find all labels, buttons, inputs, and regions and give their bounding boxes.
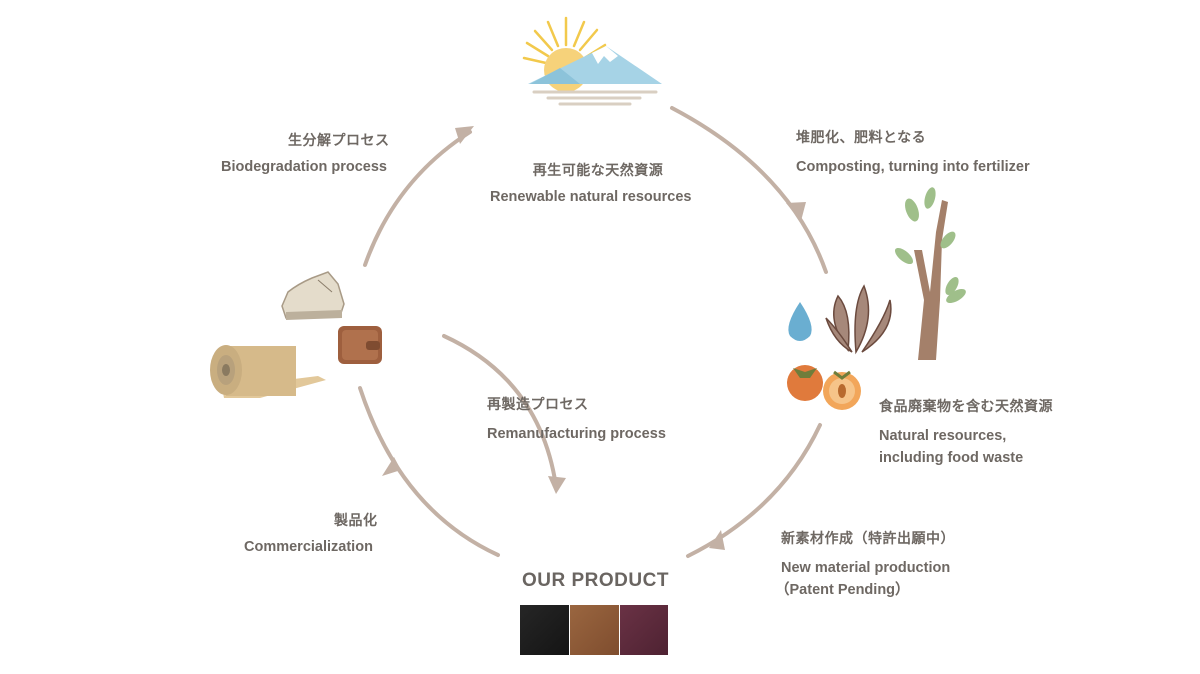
- arrow-left-top: [363, 130, 472, 267]
- label-new-material-en2: （Patent Pending）: [775, 582, 910, 599]
- label-remanufacturing-ja: 再製造プロセス: [487, 396, 589, 412]
- product-title: OUR PRODUCT: [522, 570, 669, 591]
- arrow-remanufacturing: [442, 334, 558, 488]
- arrowhead-left-top: [455, 126, 474, 144]
- label-commercialization-en: Commercialization: [244, 539, 373, 555]
- arrowhead-right-bottom: [709, 530, 725, 550]
- label-composting-ja: 堆肥化、肥料となる: [796, 129, 927, 145]
- label-renewable-resources: 再生可能な天然資源: [528, 160, 668, 182]
- label-renewable-en: Renewable natural resources: [490, 189, 692, 205]
- swatch-purple: [620, 605, 668, 655]
- swatch-black: [520, 605, 569, 655]
- label-biodegradation-en-wrap: Biodegradation process: [221, 156, 387, 178]
- label-composting: 堆肥化、肥料となる Composting, turning into ferti…: [796, 127, 1030, 178]
- label-remanufacturing: 再製造プロセス Remanufacturing process: [487, 394, 666, 445]
- swatch-brown: [570, 605, 619, 655]
- fabric-roll-icon: [210, 345, 326, 398]
- arrow-right-bottom: [686, 423, 822, 558]
- label-biodegradation-ja: 生分解プロセス: [288, 132, 390, 148]
- tree-branch-icon: [894, 187, 966, 360]
- persimmon-icon: [787, 365, 861, 410]
- label-new-material-ja: 新素材作成（特許出願中）: [781, 530, 955, 546]
- label-new-material: 新素材作成（特許出願中） New material production （Pa…: [775, 528, 955, 602]
- arrowhead-top-right: [786, 202, 806, 221]
- arrowhead-bottom-left: [382, 457, 401, 476]
- label-renewable-en-wrap: Renewable natural resources: [490, 186, 691, 208]
- label-commercialization-en-wrap: Commercialization: [244, 536, 373, 558]
- label-renewable-ja: 再生可能な天然資源: [532, 162, 664, 178]
- arrow-bottom-left: [358, 386, 500, 557]
- label-food-waste: 食品廃棄物を含む天然資源 Natural resources, includin…: [879, 396, 1053, 470]
- label-commercialization-ja: 製品化: [334, 512, 378, 528]
- label-food-waste-ja: 食品廃棄物を含む天然資源: [879, 398, 1053, 414]
- label-food-waste-en1: Natural resources,: [879, 427, 1007, 444]
- label-food-waste-en2: including food waste: [879, 450, 1024, 467]
- label-commercialization: 製品化: [334, 510, 378, 532]
- label-biodegradation-en: Biodegradation process: [221, 159, 387, 175]
- arrowhead-remanufacturing: [548, 476, 566, 494]
- shoe-icon: [281, 271, 345, 320]
- seaweed-icon: [825, 284, 892, 355]
- label-composting-en: Composting, turning into fertilizer: [796, 158, 1030, 175]
- water-drop-icon: [788, 302, 812, 341]
- label-new-material-en1: New material production: [781, 559, 951, 576]
- label-biodegradation: 生分解プロセス: [288, 130, 390, 152]
- label-remanufacturing-en: Remanufacturing process: [487, 425, 666, 442]
- arrow-top-right: [670, 106, 828, 274]
- wallet-icon: [338, 326, 382, 364]
